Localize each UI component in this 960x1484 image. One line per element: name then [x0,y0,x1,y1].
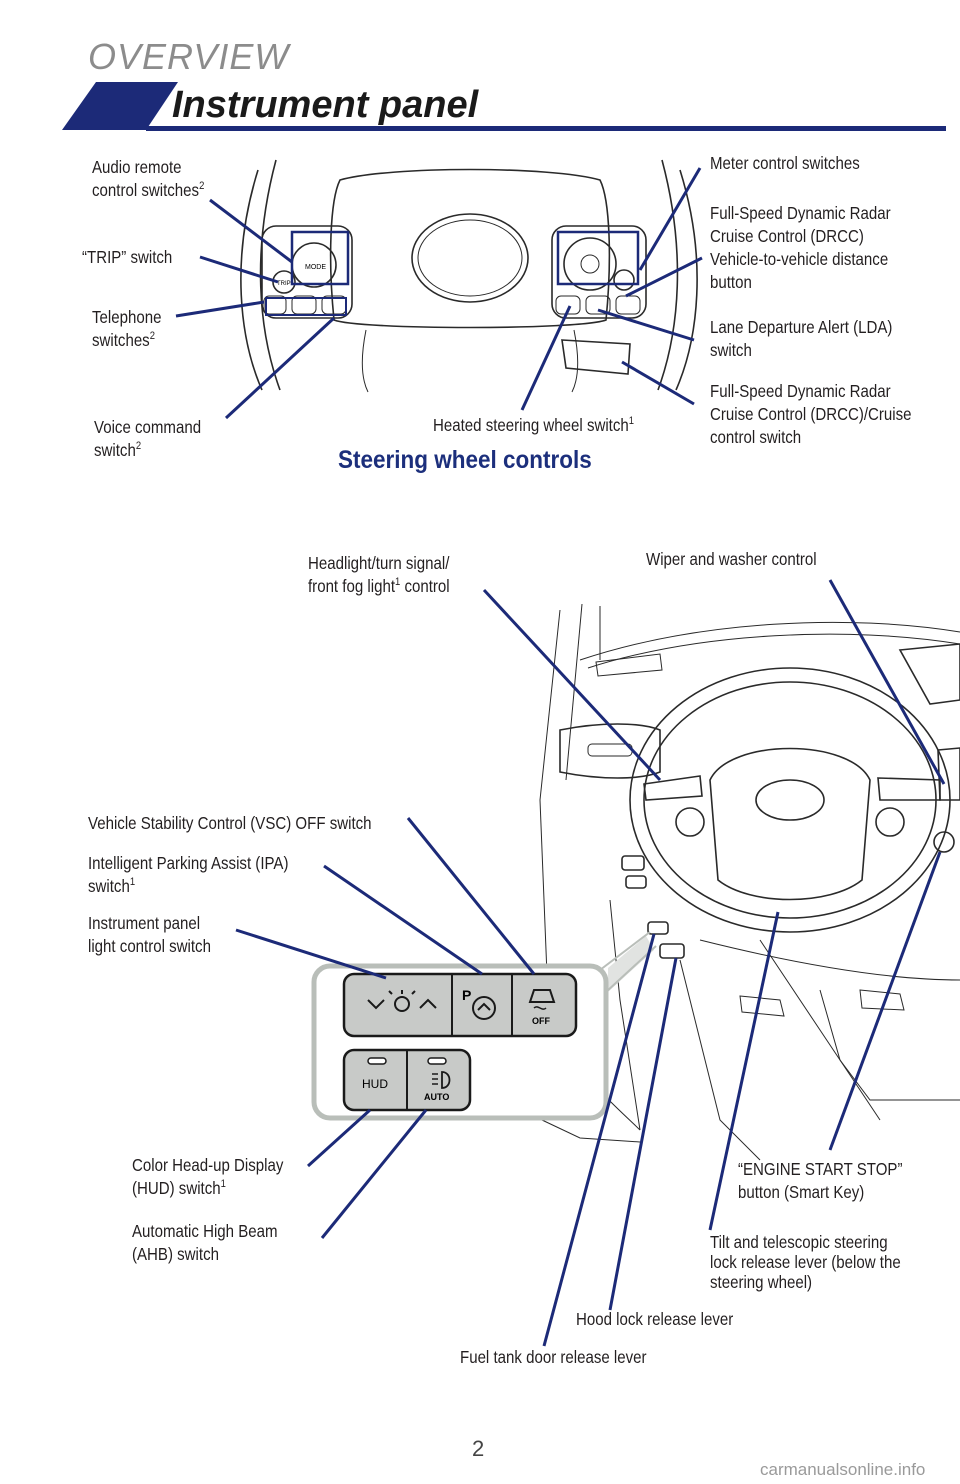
label-engine-start: “ENGINE START STOP” button (Smart Key) [738,1159,903,1202]
section-label: OVERVIEW [88,36,290,77]
page-number: 2 [472,1436,485,1461]
label-heated-wheel: Heated steering wheel switch1 [433,415,635,435]
label-meter-control: Meter control switches [710,153,860,173]
label-drcc-distance: Full-Speed Dynamic Radar Cruise Control … [710,203,891,292]
label-hud-switch: Color Head-up Display (HUD) switch1 [132,1155,284,1198]
label-fuel-lever: Fuel tank door release lever [460,1347,647,1367]
label-wiper-control: Wiper and washer control [646,549,817,569]
label-drcc-cruise: Full-Speed Dynamic Radar Cruise Control … [710,381,912,447]
label-ipa-switch: Intelligent Parking Assist (IPA) switch1 [88,853,289,896]
label-telephone: Telephone switches2 [92,307,162,350]
vsc-off-text: OFF [532,1016,550,1026]
trip-button-text: TRIP [277,281,291,287]
hud-switch-text: HUD [362,1077,388,1091]
steering-subtitle: Steering wheel controls [338,446,592,474]
ahb-auto-text: AUTO [424,1092,449,1102]
label-trip-switch: “TRIP” switch [82,247,173,267]
watermark: carmanualsonline.info [760,1460,926,1479]
label-hood-lever: Hood lock release lever [576,1309,734,1329]
label-headlight-control: Headlight/turn signal/ front fog light1 … [308,553,450,596]
label-tilt-lever: Tilt and telescopic steering lock releas… [710,1232,901,1292]
label-ahb-switch: Automatic High Beam (AHB) switch [132,1221,278,1264]
label-audio-remote: Audio remote control switches2 [92,157,205,200]
label-voice-command: Voice command switch2 [94,417,202,460]
ipa-p-text: P [462,987,471,1003]
mode-button-text: MODE [305,264,326,271]
page-title: Instrument panel [172,84,479,126]
label-panel-light: Instrument panel light control switch [88,913,211,956]
label-lda-switch: Lane Departure Alert (LDA) switch [710,317,893,360]
label-vsc-off: Vehicle Stability Control (VSC) OFF swit… [88,813,372,833]
